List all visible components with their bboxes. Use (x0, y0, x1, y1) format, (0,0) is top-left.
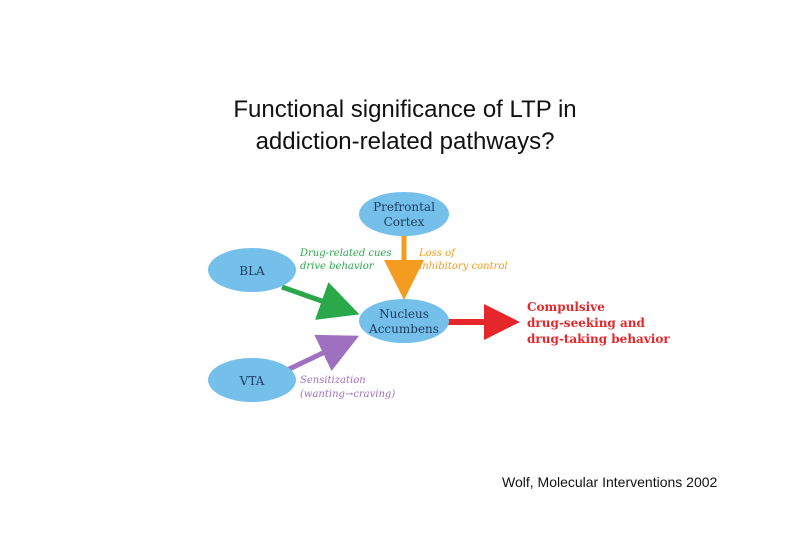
annotation-compulsive-1: Compulsive (527, 300, 605, 314)
node-prefrontal-cortex-label-1: Prefrontal (373, 200, 435, 214)
annotation-sensitization-1: Sensitization (300, 375, 366, 386)
node-vta-label: VTA (239, 374, 265, 388)
annotation-drug-cues-1: Drug-related cues (299, 248, 391, 259)
node-nucleus-accumbens-label-1: Nucleus (379, 307, 429, 321)
annotation-sensitization-2: (wanting→craving) (300, 389, 395, 400)
node-bla: BLA (208, 248, 296, 292)
slide-title-line-1: Functional significance of LTP in (233, 96, 577, 123)
node-nucleus-accumbens: Nucleus Accumbens (359, 299, 449, 343)
node-vta-shape (208, 358, 296, 402)
annotation-drug-cues-2: drive behavior (300, 261, 375, 272)
node-vta: VTA (208, 358, 296, 402)
annotation-loss-1: Loss of (418, 248, 457, 259)
purple-arrow (281, 334, 360, 375)
node-bla-label: BLA (239, 264, 265, 278)
annotation-compulsive-2: drug-seeking and (527, 316, 646, 330)
annotation-loss-2: inhibitory control (419, 261, 508, 272)
node-prefrontal-cortex-shape (359, 192, 449, 236)
node-prefrontal-cortex: Prefrontal Cortex (359, 192, 449, 236)
node-bla-shape (208, 248, 296, 292)
node-nucleus-accumbens-shape (359, 299, 449, 343)
citation: Wolf, Molecular Interventions 2002 (502, 474, 718, 490)
node-nucleus-accumbens-label-2: Accumbens (368, 322, 439, 336)
slide-title-line-2: addiction-related pathways? (255, 128, 555, 155)
annotation-compulsive-3: drug-taking behavior (527, 332, 670, 346)
green-arrow (281, 282, 360, 320)
slide-title: Functional significance of LTP in addict… (0, 94, 810, 158)
node-prefrontal-cortex-label-2: Cortex (384, 215, 425, 229)
